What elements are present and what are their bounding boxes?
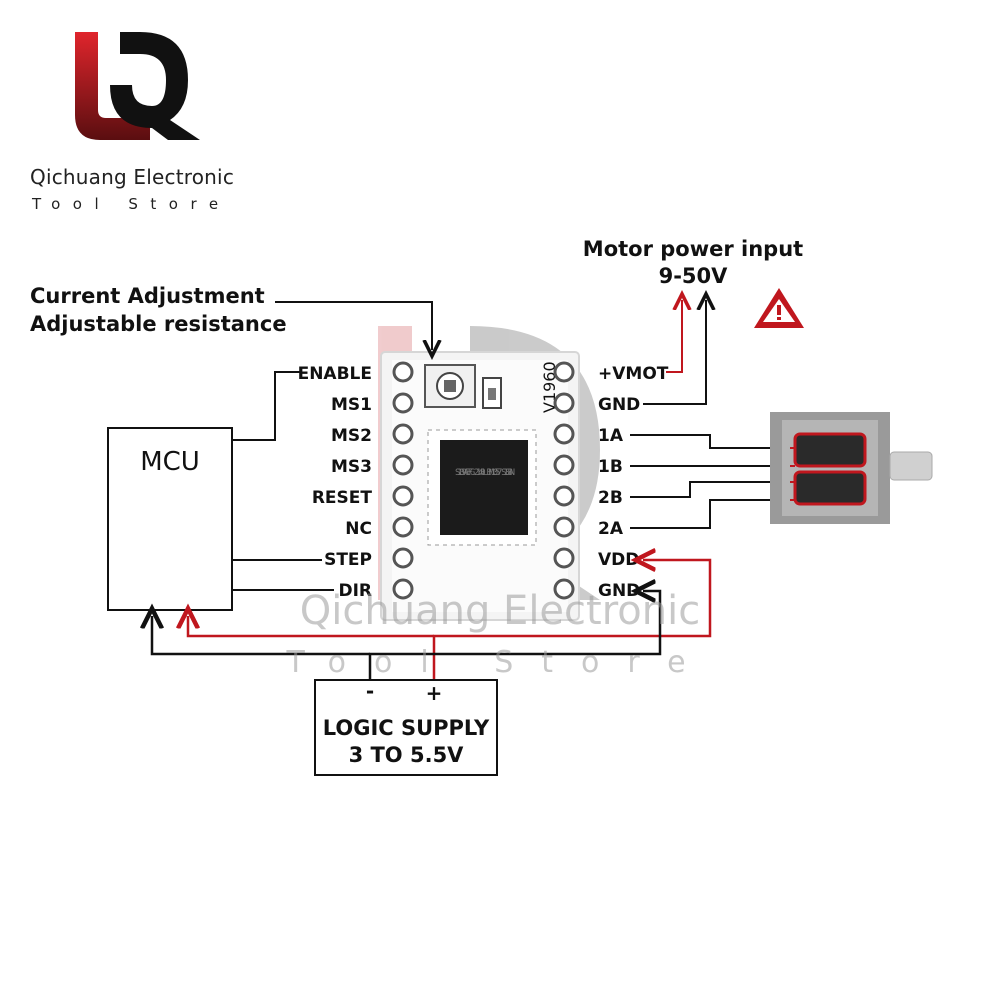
pin-label-reset: RESET: [312, 488, 373, 508]
chip-marking: S109AEFG 2140L BM1057 S1S8N: [455, 468, 515, 478]
current-adjustment-label: Current Adjustment: [30, 284, 265, 308]
current-adjust-leader: [275, 301, 432, 350]
driver-chip: S109AEFG 2140L BM1057 S1S8N: [427, 429, 537, 546]
left-pin-pad: [392, 392, 414, 414]
stepper-motor: [770, 412, 933, 524]
logic-supply-label: LOGIC SUPPLY: [323, 716, 490, 740]
right-pin-labels: +VMOT GND 1A 1B 2B 2A VDD GND: [598, 364, 669, 601]
left-pin-pad: [392, 578, 414, 600]
left-pin-pad: [392, 423, 414, 445]
supply-plus: +: [426, 681, 443, 705]
pin-label-dir: DIR: [338, 581, 372, 601]
right-pins: [553, 361, 575, 600]
pin-label-nc: NC: [345, 519, 372, 539]
pin-label-ms3: MS3: [331, 457, 372, 477]
vmot-wire: [666, 300, 682, 373]
brand-logo: [75, 32, 200, 140]
pin-label-gnd-7: GND: [598, 581, 640, 601]
mcu-black-wire: [152, 616, 370, 656]
right-pin-pad: [553, 361, 575, 383]
pin-label-1b-3: 1B: [598, 457, 623, 477]
right-pin-pad: [553, 423, 575, 445]
watermark-tagline: Tool Store: [285, 645, 713, 680]
pin-label-2a-5: 2A: [598, 519, 624, 539]
pin-label-ms2: MS2: [331, 426, 372, 446]
mcu-wires: [232, 371, 334, 591]
adjustable-resistance-label: Adjustable resistance: [30, 312, 287, 336]
pin-label-gnd-1: GND: [598, 395, 640, 415]
brand-name: Qichuang Electronic: [30, 165, 235, 189]
brand-tagline: Tool Store: [32, 195, 231, 213]
supply-minus: -: [366, 679, 374, 703]
mcu-box: MCU: [107, 427, 233, 611]
watermark-name: Qichuang Electronic: [300, 588, 700, 634]
gnd-black-wire: [368, 591, 662, 680]
left-pin-pad: [392, 485, 414, 507]
right-pin-pad: [553, 578, 575, 600]
pin-label-2b-4: 2B: [598, 488, 623, 508]
driver-board: S109AEFG 2140L BM1057 S1S8N V1960: [380, 351, 580, 621]
right-pin-pad: [553, 392, 575, 414]
logic-supply-voltage: 3 TO 5.5V: [349, 743, 465, 767]
left-pin-pad: [392, 516, 414, 538]
vmot-gnd-wire: [643, 300, 706, 405]
motor-power-label: Motor power input: [583, 237, 803, 261]
pin-label-enable: ENABLE: [298, 364, 372, 384]
pin-label-step: STEP: [324, 550, 372, 570]
left-pin-pad: [392, 454, 414, 476]
right-pin-pad: [553, 485, 575, 507]
coil-wires: [630, 434, 790, 529]
motor-power-wires: [643, 300, 706, 405]
left-pin-pad: [392, 361, 414, 383]
pin-label-vdd-6: VDD: [598, 550, 639, 570]
logic-supply-wires: [152, 560, 712, 680]
logic-supply-box: - + LOGIC SUPPLY 3 TO 5.5V: [314, 679, 498, 776]
coil-1a-wire: [630, 434, 790, 449]
right-pin-pad: [553, 516, 575, 538]
pin-label-ms1: MS1: [331, 395, 372, 415]
motor-voltage-label: 9-50V: [659, 264, 729, 288]
vdd-red-wire: [432, 560, 712, 680]
pin-label-vmot-0: +VMOT: [598, 364, 669, 384]
left-pins: [392, 361, 414, 600]
enable-wire: [232, 371, 300, 441]
mcu-red-wire: [188, 616, 434, 638]
left-pin-pad: [392, 547, 414, 569]
potentiometer: [424, 364, 502, 409]
warning-triangle-icon: [754, 288, 804, 328]
coil-2b-wire: [630, 481, 790, 498]
right-pin-pad: [553, 547, 575, 569]
coil-2a-wire: [630, 499, 790, 529]
brand-text: Qichuang Electronic Tool Store: [30, 165, 234, 213]
right-pin-pad: [553, 454, 575, 476]
mcu-label: MCU: [140, 447, 200, 477]
pin-label-1a-2: 1A: [598, 426, 624, 446]
